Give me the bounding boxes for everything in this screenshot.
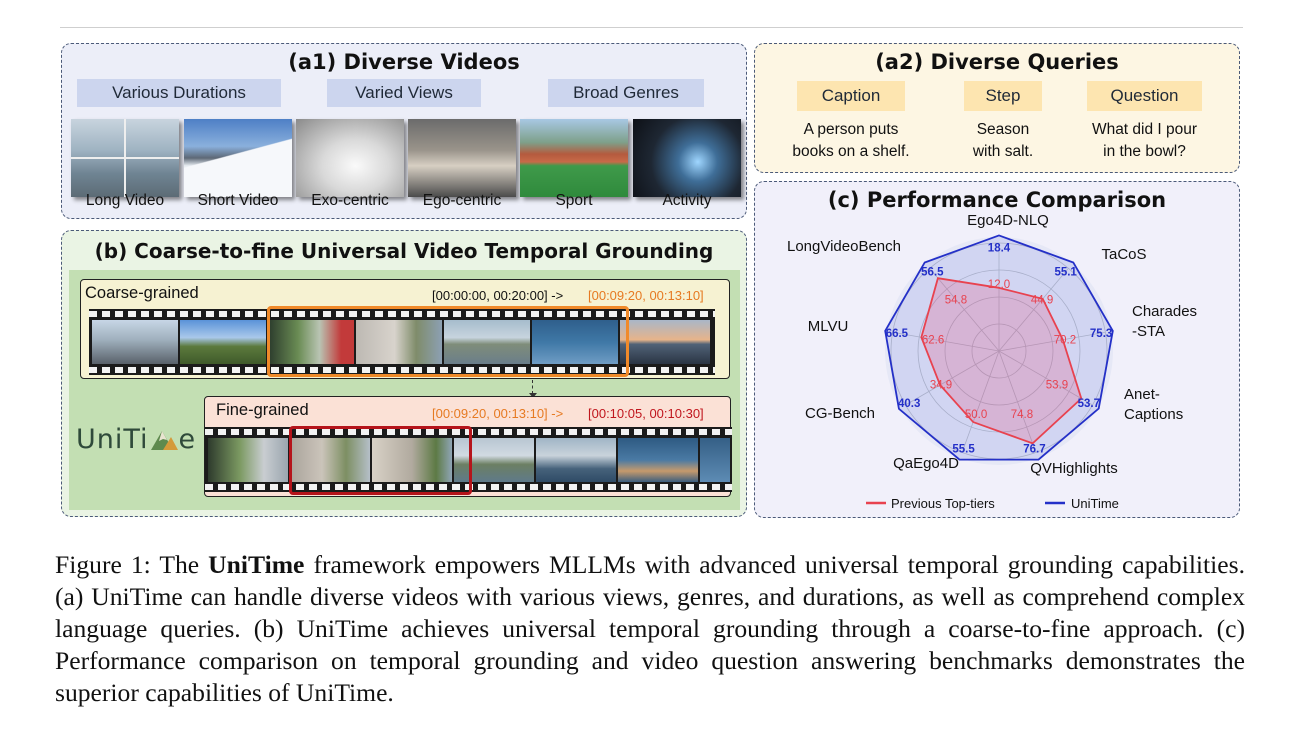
panel-c-title: (c) Performance Comparison bbox=[827, 188, 1167, 212]
thumb-label-sport: Sport bbox=[555, 192, 593, 209]
panel-a1-title: (a1) Diverse Videos bbox=[288, 50, 520, 74]
radar-spoke-7 bbox=[892, 331, 1000, 352]
radar-spoke-8 bbox=[929, 268, 1000, 352]
previous-value-label-8: 54.8 bbox=[945, 295, 967, 307]
coarse-to-fine-connector bbox=[532, 380, 533, 394]
unitime-value-label-8: 56.5 bbox=[921, 267, 944, 279]
unitime-value-label-6: 40.3 bbox=[898, 398, 920, 410]
unitime-value-label-2: 75.3 bbox=[1090, 328, 1112, 340]
fine-film-strip bbox=[205, 427, 732, 492]
query-caption-text: A person puts books on a shelf. bbox=[771, 119, 931, 163]
connector-arrowhead bbox=[529, 393, 537, 398]
series-unitime-polygon bbox=[884, 234, 1114, 461]
unitime-value-label-1: 55.1 bbox=[1054, 267, 1077, 279]
axis-label-2-line-1: -STA bbox=[1132, 323, 1165, 340]
query-question-line2: in the bowl? bbox=[1103, 143, 1186, 160]
fine-output-range: [00:10:05, 00:10:30] bbox=[588, 406, 704, 421]
query-step-line1: Season bbox=[976, 121, 1030, 138]
query-question-line1: What did I pour bbox=[1091, 121, 1198, 138]
legend-unitime-label: UniTime bbox=[1071, 496, 1119, 511]
long-video-thumbnail bbox=[71, 119, 179, 197]
coarse-grained-label: Coarse-grained bbox=[85, 284, 199, 302]
category-views: Varied Views bbox=[327, 79, 481, 107]
axis-label-4-line-0: QVHighlights bbox=[1030, 460, 1118, 477]
query-type-question: Question bbox=[1087, 81, 1202, 111]
logo-text-part2: e bbox=[178, 424, 197, 455]
previous-value-label-1: 44.9 bbox=[1031, 295, 1053, 307]
axis-label-5-line-0: QaEgo4D bbox=[893, 455, 959, 472]
ego-centric-thumbnail bbox=[408, 119, 516, 197]
radar-chart: 18.4 12.0 55.1 44.9 75.3 70.2 53.7 53.9 76.7 74.8… bbox=[787, 212, 1197, 511]
axis-label-8-line-0: LongVideoBench bbox=[787, 238, 901, 255]
caption-prefix: Figure 1: The bbox=[55, 550, 209, 579]
thumb-label-short-video: Short Video bbox=[197, 192, 279, 209]
figure-caption: Figure 1: The UniTime framework empowers… bbox=[55, 549, 1245, 709]
unitime-value-label-3: 53.7 bbox=[1078, 398, 1100, 410]
coarse-input-range: [00:00:00, 00:20:00] -> bbox=[432, 288, 564, 303]
axis-label-0-line-0: Ego4D-NLQ bbox=[967, 212, 1049, 229]
radar-spoke-6 bbox=[905, 350, 1000, 406]
short-video-thumbnail bbox=[184, 119, 292, 197]
query-question-text: What did I pour in the bowl? bbox=[1071, 119, 1218, 163]
coarse-selection-highlight bbox=[267, 306, 629, 377]
coarse-output-range: [00:09:20, 00:13:10] bbox=[588, 288, 704, 303]
fine-selection-highlight bbox=[289, 426, 472, 495]
axis-label-3-line-1: Captions bbox=[1124, 406, 1183, 423]
previous-value-label-7: 62.6 bbox=[922, 334, 944, 346]
query-caption-line1: A person puts bbox=[803, 121, 899, 138]
legend-previous-label: Previous Top-tiers bbox=[891, 496, 995, 511]
query-type-caption: Caption bbox=[797, 81, 905, 111]
fine-grained-label: Fine-grained bbox=[216, 401, 309, 419]
query-step-line2: with salt. bbox=[972, 143, 1034, 160]
unitime-value-label-4: 76.7 bbox=[1023, 443, 1045, 455]
thumb-label-activity: Activity bbox=[662, 192, 712, 209]
category-genres: Broad Genres bbox=[548, 79, 704, 107]
sport-thumbnail bbox=[520, 119, 628, 197]
panel-a2-title: (a2) Diverse Queries bbox=[875, 50, 1119, 74]
caption-bold-name: UniTime bbox=[208, 550, 305, 579]
unitime-logo: UniTi e bbox=[76, 424, 196, 455]
previous-value-label-5: 50.0 bbox=[965, 409, 987, 421]
category-durations: Various Durations bbox=[77, 79, 281, 107]
caption-body: framework empowers MLLMs with advanced u… bbox=[55, 550, 1245, 707]
radar-spoke-5 bbox=[961, 350, 1000, 453]
axis-label-3-line-0: Anet- bbox=[1124, 386, 1160, 403]
thumb-label-ego-centric: Ego-centric bbox=[422, 192, 502, 209]
previous-value-label-3: 53.9 bbox=[1046, 379, 1068, 391]
axis-label-6-line-0: CG-Bench bbox=[805, 405, 875, 422]
unitime-value-label-0: 18.4 bbox=[988, 242, 1011, 254]
previous-value-label-0: 12.0 bbox=[988, 279, 1010, 291]
thumb-label-long-video: Long Video bbox=[85, 192, 165, 209]
logo-text-part1: UniTi bbox=[76, 424, 149, 455]
radar-spoke-2 bbox=[998, 331, 1106, 352]
coarse-film-strip bbox=[89, 309, 715, 375]
query-type-step: Step bbox=[964, 81, 1042, 111]
previous-value-label-2: 70.2 bbox=[1054, 334, 1076, 346]
radar-spoke-1 bbox=[998, 268, 1069, 352]
series-previous-polygon bbox=[920, 277, 1083, 445]
mountain-icon bbox=[149, 427, 179, 451]
unitime-value-label-7: 66.5 bbox=[886, 328, 909, 340]
previous-value-label-6: 34.9 bbox=[930, 379, 952, 391]
activity-thumbnail bbox=[633, 119, 741, 197]
query-step-text: Season with salt. bbox=[943, 119, 1063, 163]
axis-label-2-line-0: Charades bbox=[1132, 303, 1197, 320]
unitime-value-label-5: 55.5 bbox=[952, 443, 975, 455]
thumb-label-exo-centric: Exo-centric bbox=[311, 192, 389, 209]
query-caption-line2: books on a shelf. bbox=[792, 143, 910, 160]
previous-value-label-4: 74.8 bbox=[1011, 409, 1033, 421]
exo-centric-thumbnail bbox=[296, 119, 404, 197]
radar-spoke-4 bbox=[998, 350, 1037, 453]
panel-b-title: (b) Coarse-to-fine Universal Video Tempo… bbox=[94, 239, 714, 263]
axis-label-1-line-0: TaCoS bbox=[1101, 246, 1146, 263]
axis-label-7-line-0: MLVU bbox=[808, 318, 849, 335]
radar-spoke-3 bbox=[998, 350, 1093, 406]
top-rule bbox=[60, 27, 1243, 28]
fine-input-range: [00:09:20, 00:13:10] -> bbox=[432, 406, 564, 421]
